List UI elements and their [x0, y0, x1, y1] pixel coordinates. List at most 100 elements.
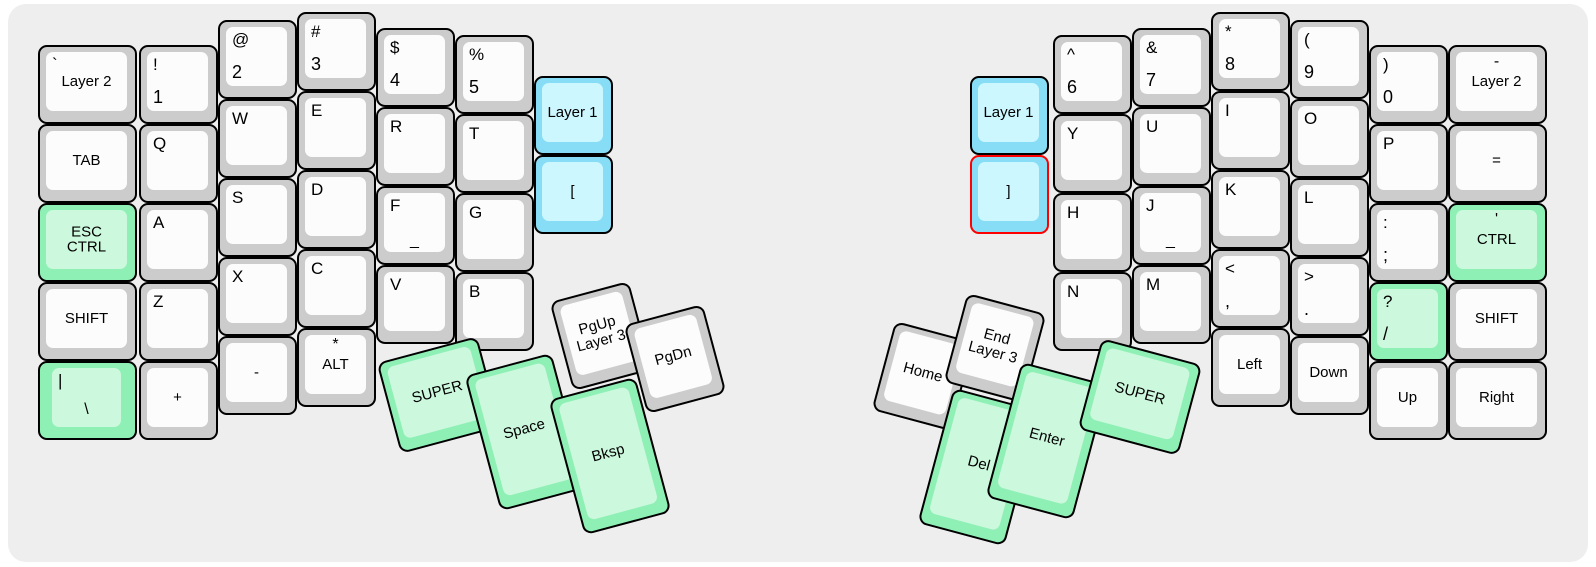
key-esc-ctrl-cap: ESC CTRL: [46, 210, 127, 269]
key-b-cap: B: [463, 279, 524, 338]
key-alt[interactable]: *ALT: [297, 328, 376, 407]
key-shift-right[interactable]: SHIFT: [1448, 282, 1547, 361]
key-shift-right-legend-center: SHIFT: [1474, 309, 1519, 327]
key-d[interactable]: D: [297, 170, 376, 249]
key-f[interactable]: F_: [376, 186, 455, 265]
key-layer2-minus-cap: -Layer 2: [1456, 52, 1537, 111]
key-shift[interactable]: SHIFT: [38, 282, 137, 361]
key-up[interactable]: Up: [1369, 361, 1448, 440]
key-plus[interactable]: +: [139, 361, 218, 440]
key-layer1-left[interactable]: Layer 1: [534, 76, 613, 155]
key-4-legend-top: $: [390, 38, 400, 57]
key-bracket-right[interactable]: ]: [970, 155, 1049, 234]
key-plus-cap: +: [147, 368, 208, 427]
key-pipe-backslash[interactable]: |\: [38, 361, 137, 440]
key-esc-ctrl-legend-center: ESC CTRL: [66, 222, 107, 256]
key-y-cap: Y: [1061, 121, 1122, 180]
key-tab-legend-center: TAB: [72, 151, 101, 169]
key-shift-legend-center: SHIFT: [64, 309, 109, 327]
key-3[interactable]: #3: [297, 12, 376, 91]
key-r[interactable]: R: [376, 107, 455, 186]
key-h[interactable]: H: [1053, 193, 1132, 272]
key-f-cap: F_: [384, 193, 445, 252]
key-o[interactable]: O: [1290, 99, 1369, 178]
key-f-legend-top: F: [390, 196, 401, 215]
key-2[interactable]: @2: [218, 20, 297, 99]
key-slash-legend-top: ?: [1383, 292, 1393, 311]
key-super-right-cap: SUPER: [1088, 346, 1191, 441]
key-layer1-left-cap: Layer 1: [542, 83, 603, 142]
key-i[interactable]: I: [1211, 91, 1290, 170]
key-l[interactable]: L: [1290, 178, 1369, 257]
key-d-legend-top: D: [311, 180, 324, 199]
key-6[interactable]: ^6: [1053, 35, 1132, 114]
key-bracket-left[interactable]: [: [534, 155, 613, 234]
key-w-legend-top: W: [232, 109, 249, 128]
key-v[interactable]: V: [376, 265, 455, 344]
key-u[interactable]: U: [1132, 107, 1211, 186]
key-g-legend-top: G: [469, 203, 483, 222]
key-w[interactable]: W: [218, 99, 297, 178]
key-8[interactable]: *8: [1211, 12, 1290, 91]
key-j-cap: J_: [1140, 193, 1201, 252]
key-plus-legend-center: +: [173, 388, 182, 406]
key-7[interactable]: &7: [1132, 28, 1211, 107]
key-quote-ctrl[interactable]: 'CTRL: [1448, 203, 1547, 282]
key-4[interactable]: $4: [376, 28, 455, 107]
key-layer1-right-legend-center: Layer 1: [983, 103, 1034, 121]
key-c[interactable]: C: [297, 249, 376, 328]
key-q[interactable]: Q: [139, 124, 218, 203]
key-period[interactable]: >.: [1290, 257, 1369, 336]
key-5-cap: %5: [463, 42, 524, 101]
key-down-cap: Down: [1298, 343, 1359, 402]
key-period-legend-bottom: .: [1304, 299, 1310, 320]
key-0-legend-top: ): [1383, 55, 1389, 74]
key-minus-legend-center: -: [254, 363, 259, 381]
key-slash[interactable]: ?/: [1369, 282, 1448, 361]
key-y-legend-top: Y: [1067, 124, 1079, 143]
key-layer1-right[interactable]: Layer 1: [970, 76, 1049, 155]
key-layer2-grave[interactable]: `Layer 2: [38, 45, 137, 124]
key-1[interactable]: !1: [139, 45, 218, 124]
key-9[interactable]: (9: [1290, 20, 1369, 99]
key-minus[interactable]: -: [218, 336, 297, 415]
key-0[interactable]: )0: [1369, 45, 1448, 124]
key-e[interactable]: E: [297, 91, 376, 170]
key-period-legend-top: >: [1304, 267, 1314, 286]
key-down[interactable]: Down: [1290, 336, 1369, 415]
key-n[interactable]: N: [1053, 272, 1132, 351]
key-tab[interactable]: TAB: [38, 124, 137, 203]
key-x[interactable]: X: [218, 257, 297, 336]
key-a[interactable]: A: [139, 203, 218, 282]
key-equals[interactable]: =: [1448, 124, 1547, 203]
key-semicolon-legend-bottom: ;: [1383, 245, 1389, 266]
key-left[interactable]: Left: [1211, 328, 1290, 407]
key-alt-legend-top-center: *: [332, 336, 339, 353]
key-p[interactable]: P: [1369, 124, 1448, 203]
key-esc-ctrl[interactable]: ESC CTRL: [38, 203, 137, 282]
key-k[interactable]: K: [1211, 170, 1290, 249]
key-semicolon[interactable]: :;: [1369, 203, 1448, 282]
key-s[interactable]: S: [218, 178, 297, 257]
key-y[interactable]: Y: [1053, 114, 1132, 193]
key-end-layer3-legend-label: End Layer 3: [966, 325, 1020, 367]
key-z[interactable]: Z: [139, 282, 218, 361]
key-j[interactable]: J_: [1132, 186, 1211, 265]
key-down-legend-center: Down: [1309, 363, 1348, 381]
key-i-legend-top: I: [1225, 101, 1230, 120]
key-3-legend-top: #: [311, 22, 321, 41]
key-t[interactable]: T: [455, 114, 534, 193]
key-comma[interactable]: <,: [1211, 249, 1290, 328]
key-layer2-minus[interactable]: -Layer 2: [1448, 45, 1547, 124]
key-semicolon-cap: :;: [1377, 210, 1438, 269]
key-7-legend-top: &: [1146, 38, 1158, 57]
key-5[interactable]: %5: [455, 35, 534, 114]
key-g[interactable]: G: [455, 193, 534, 272]
key-pgup-layer3-legend-label: PgUp Layer 3: [574, 312, 628, 356]
key-quote-ctrl-legend-top-center: ': [1494, 211, 1499, 228]
key-m[interactable]: M: [1132, 265, 1211, 344]
key-bracket-left-cap: [: [542, 162, 603, 221]
key-right[interactable]: Right: [1448, 361, 1547, 440]
key-x-cap: X: [226, 264, 287, 323]
key-z-cap: Z: [147, 289, 208, 348]
